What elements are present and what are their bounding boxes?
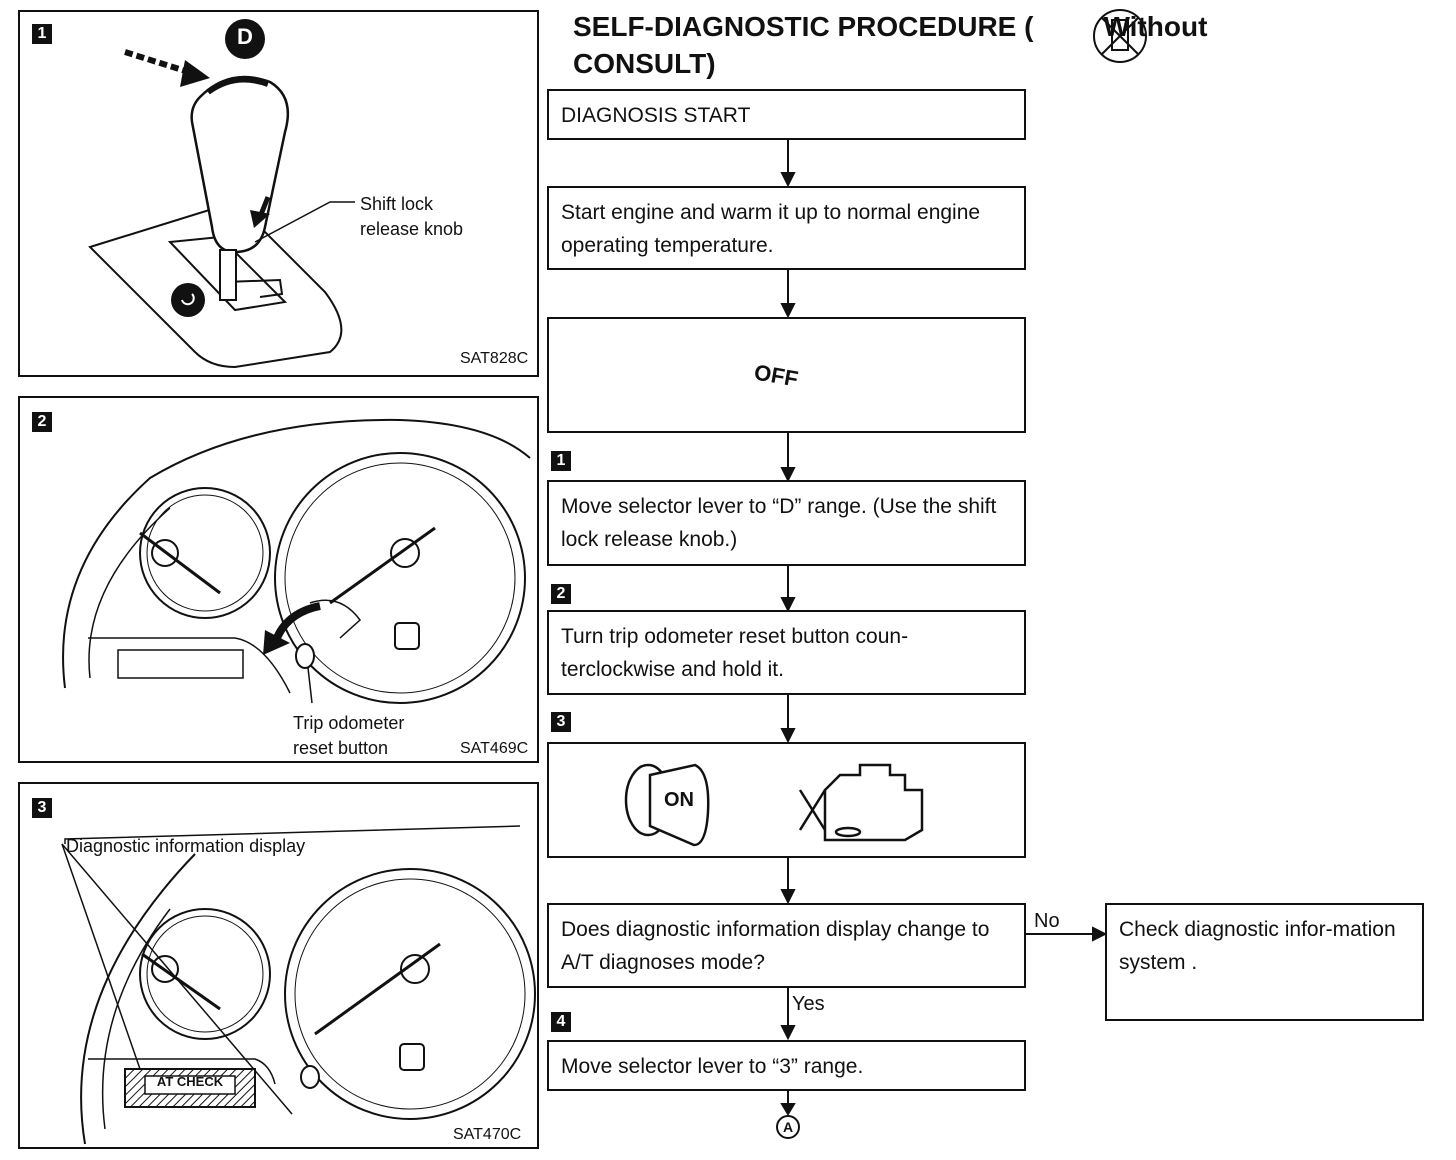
rotate-arrow-icon	[263, 602, 321, 655]
title-line2: CONSULT)	[573, 48, 716, 79]
check-system-box: Check diagnostic infor-mation system .	[1105, 903, 1424, 1021]
ignition-on-box: ON	[547, 742, 1026, 858]
step-badge: 2	[551, 584, 571, 604]
instrument-cluster-illustration	[61, 825, 536, 1145]
figure-code: SAT469C	[460, 740, 529, 757]
d-range-label: D	[237, 24, 253, 49]
figure-code: SAT828C	[460, 350, 529, 367]
step-badge: 4	[551, 1012, 571, 1032]
step4-box: Move selector lever to “3” range.	[547, 1040, 1026, 1091]
figure-panel-3: 3 Diagnostic information display AT CHEC…	[18, 782, 539, 1149]
step-badge: 3	[551, 712, 571, 732]
yes-label: Yes	[792, 993, 825, 1015]
reset-button-icon	[295, 643, 315, 669]
connector-a-label: A	[782, 1119, 794, 1135]
trip-odometer-label-line2: reset button	[293, 738, 389, 758]
no-consult-icon	[1093, 9, 1147, 63]
no-label: No	[1034, 910, 1060, 932]
step-badge: 2	[32, 412, 52, 432]
ignition-off-box: OFF	[547, 317, 1026, 433]
release-marker-icon	[171, 283, 205, 317]
instrument-cluster-illustration	[62, 418, 531, 704]
push-arrow-icon	[124, 49, 210, 87]
shift-lock-label-line1: Shift lock	[360, 194, 434, 214]
figure-panel-2: 2 Trip odometer reset button SAT469C	[18, 396, 539, 763]
at-check-display: AT CHECK	[156, 1074, 224, 1089]
question-box: Does diagnostic information display chan…	[547, 903, 1026, 988]
d-range-marker	[225, 19, 265, 59]
figure-code: SAT470C	[453, 1126, 522, 1143]
diagnosis-start-box: DIAGNOSIS START	[547, 89, 1026, 140]
figure-panel-1: 1 D Shift lock release knob SAT	[18, 10, 539, 377]
off-label: OFF	[752, 359, 800, 392]
step-badge: 3	[32, 798, 52, 818]
step-badge: 1	[32, 24, 52, 44]
step1-box: Move selector lever to “D” range. (Use t…	[547, 480, 1026, 566]
warmup-step-box: Start engine and warm it up to normal en…	[547, 186, 1026, 270]
shift-lever-illustration	[88, 19, 355, 369]
diagnostic-display-label: Diagnostic information display	[66, 836, 306, 856]
page-title: SELF-DIAGNOSTIC PROCEDURE (Without CONSU…	[573, 8, 1207, 82]
trip-odometer-label-line1: Trip odometer	[293, 713, 405, 733]
shift-lock-label-line2: release knob	[360, 219, 464, 239]
step2-box: Turn trip odometer reset button coun-ter…	[547, 610, 1026, 695]
step-badge: 1	[551, 451, 571, 471]
on-label: ON	[664, 789, 694, 811]
title-prefix: SELF-DIAGNOSTIC PROCEDURE (	[573, 11, 1034, 42]
press-arrow-icon	[250, 196, 271, 228]
